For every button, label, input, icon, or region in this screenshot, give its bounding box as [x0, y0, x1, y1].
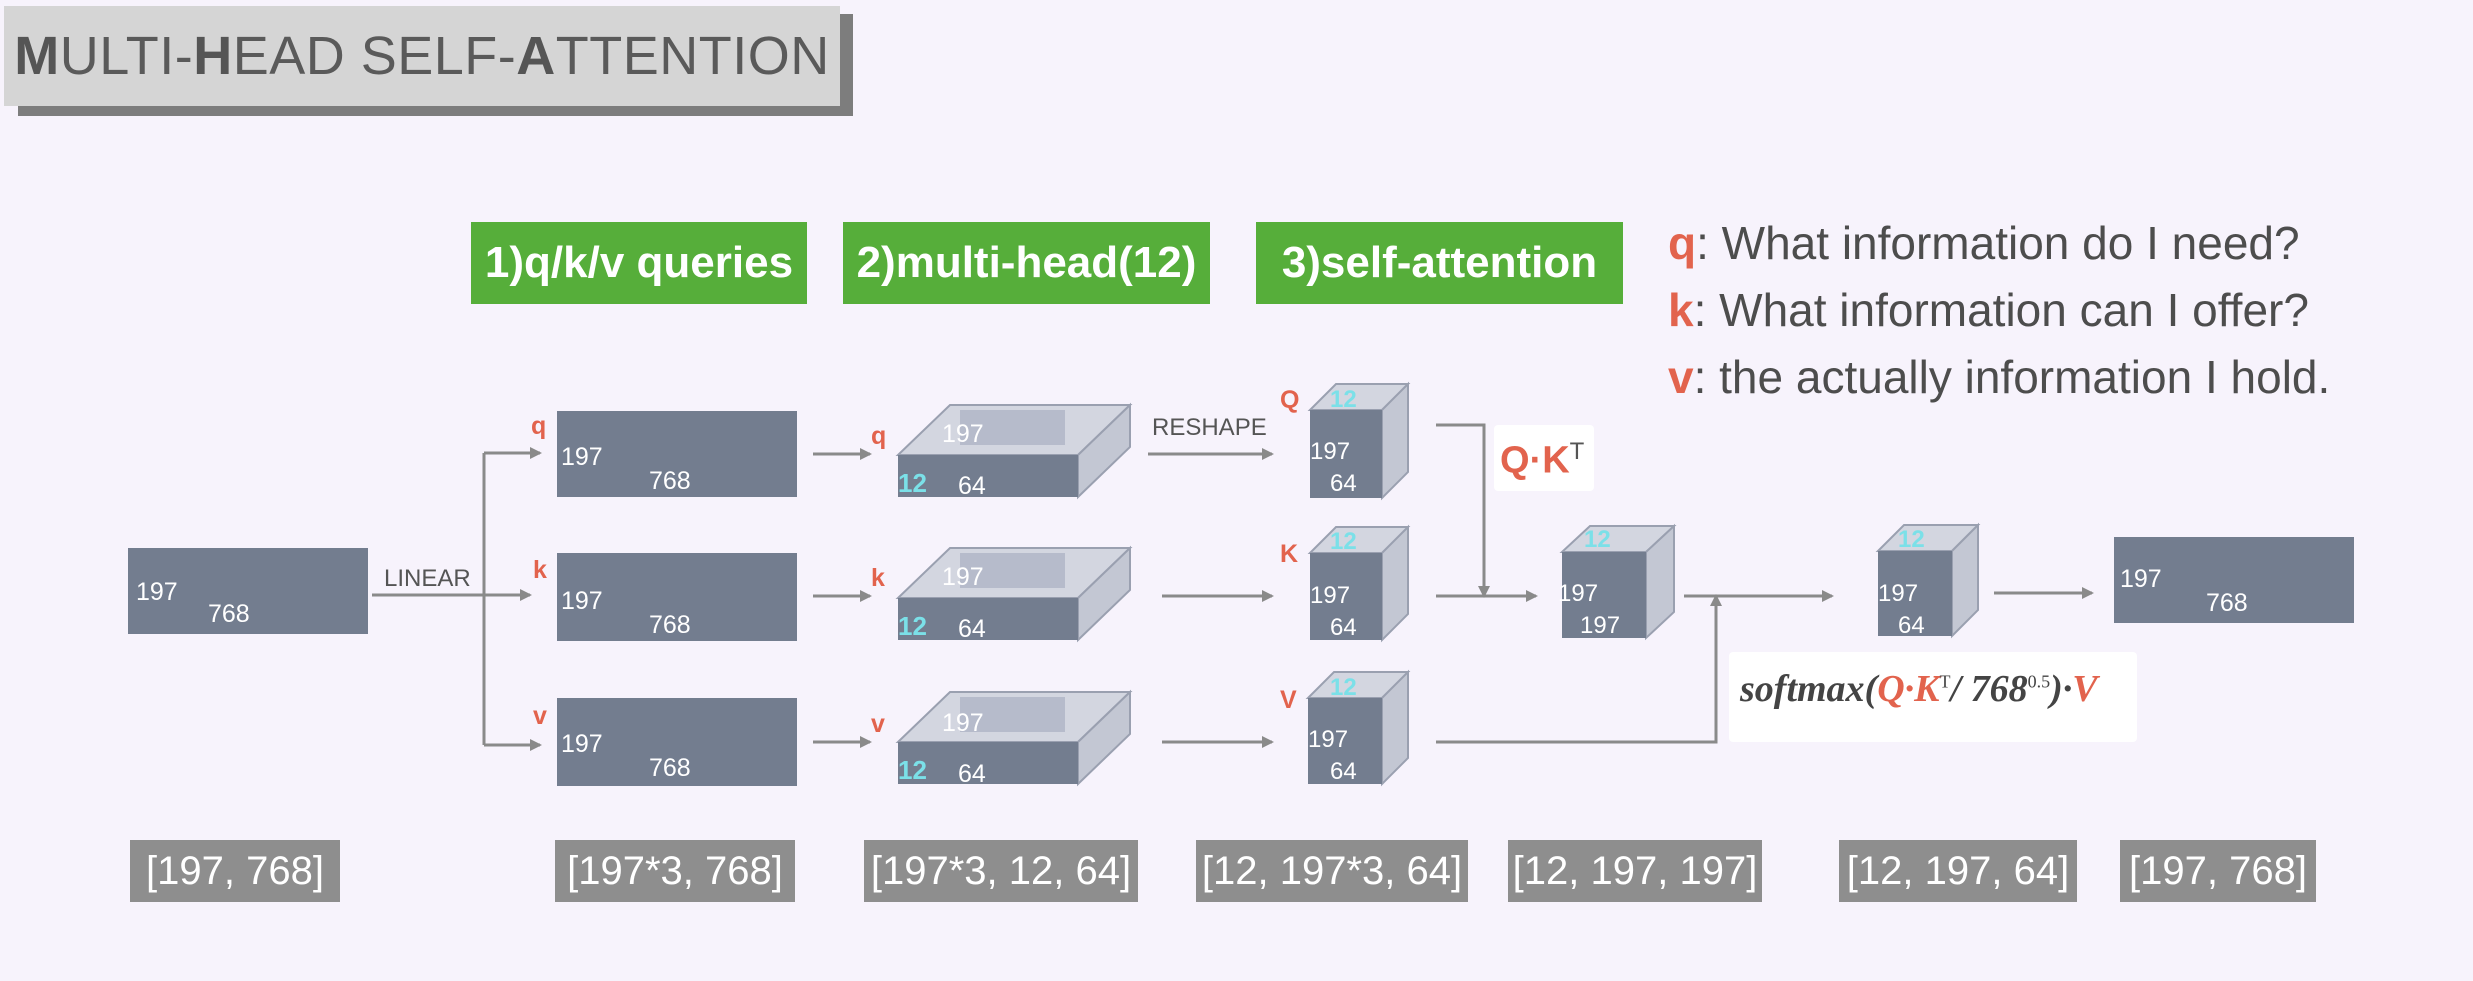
mh-q-label: q [871, 422, 887, 450]
qk-transpose-label: Q·KT [1500, 438, 1585, 482]
v-label: v [533, 702, 547, 730]
V-12: 12 [1330, 674, 1357, 701]
q-label: q [531, 412, 547, 440]
legend-k: k: What information can I offer? [1668, 284, 2309, 336]
attention-formula: softmax(Q·KT/ 7680.5)·V [1740, 668, 2098, 710]
step-2-label: 2)multi-head(12) [843, 222, 1210, 304]
shape-label-7: [197, 768] [2120, 840, 2316, 902]
page-title: MULTI-HEAD SELF-ATTENTION [14, 26, 830, 86]
V-64: 64 [1330, 758, 1357, 785]
mh-q-64: 64 [958, 472, 986, 500]
shape-label-2: [197*3, 768] [555, 840, 795, 902]
shape-label-4: [12, 197*3, 64] [1196, 840, 1468, 902]
linear-label: LINEAR [384, 565, 471, 592]
multi-head-k-slab [895, 545, 1133, 643]
mh-v-12: 12 [898, 755, 927, 785]
step-3-label: 3)self-attention [1256, 222, 1623, 304]
Q-197: 197 [1310, 438, 1351, 465]
multi-head-q-slab [895, 402, 1133, 500]
arrow-Q-down [1436, 423, 1490, 598]
v-matrix: 197 768 [557, 698, 797, 786]
mh-q-12: 12 [898, 468, 927, 498]
formula-box [1729, 652, 2137, 742]
mh-v-label: v [871, 710, 885, 738]
input-matrix: 197 768 [128, 548, 368, 634]
cube-output [1875, 522, 1981, 639]
cube-V [1305, 669, 1411, 787]
attn-12: 12 [1584, 526, 1611, 553]
Q-12: 12 [1330, 386, 1357, 413]
mh-k-12: 12 [898, 611, 927, 641]
out-197: 197 [1878, 580, 1919, 607]
legend-v: v: the actually information I hold. [1668, 351, 2331, 403]
cube-attention [1559, 523, 1677, 641]
Q-64: 64 [1330, 470, 1357, 497]
V-label: V [1280, 686, 1297, 714]
V-197: 197 [1308, 726, 1349, 753]
reshape-label: RESHAPE [1152, 414, 1267, 441]
Q-label: Q [1280, 386, 1300, 414]
K-64: 64 [1330, 614, 1357, 641]
cube-Q [1307, 381, 1411, 501]
shape-label-5: [12, 197, 197] [1508, 840, 1762, 902]
multi-head-v-slab [895, 689, 1133, 787]
k-matrix: 197 768 [557, 553, 797, 641]
out-12: 12 [1898, 526, 1925, 553]
qk-box [1494, 425, 1594, 491]
shape-label-6: [12, 197, 64] [1839, 840, 2077, 902]
K-12: 12 [1330, 528, 1357, 555]
legend-q: q: What information do I need? [1668, 217, 2300, 269]
title-banner [4, 6, 840, 106]
attn-197-b: 197 [1580, 612, 1621, 639]
step-1-label: 1)q/k/v queries [471, 222, 807, 304]
mh-v-197: 197 [942, 709, 984, 737]
arrow-V-formula [1436, 594, 1722, 744]
attn-197-a: 197 [1558, 580, 1599, 607]
k-label: k [533, 556, 547, 584]
mh-q-197: 197 [942, 420, 984, 448]
mh-k-197: 197 [942, 563, 984, 591]
K-197: 197 [1310, 582, 1351, 609]
out-64: 64 [1898, 612, 1925, 639]
shape-label-1: [197, 768] [130, 840, 340, 902]
K-label: K [1280, 540, 1299, 568]
output-matrix: 197 768 [2114, 537, 2354, 623]
mh-k-label: k [871, 564, 885, 592]
mh-v-64: 64 [958, 760, 986, 788]
q-matrix: 197 768 [557, 411, 797, 497]
shape-label-3: [197*3, 12, 64] [864, 840, 1138, 902]
mh-k-64: 64 [958, 615, 986, 643]
cube-K [1307, 524, 1411, 643]
